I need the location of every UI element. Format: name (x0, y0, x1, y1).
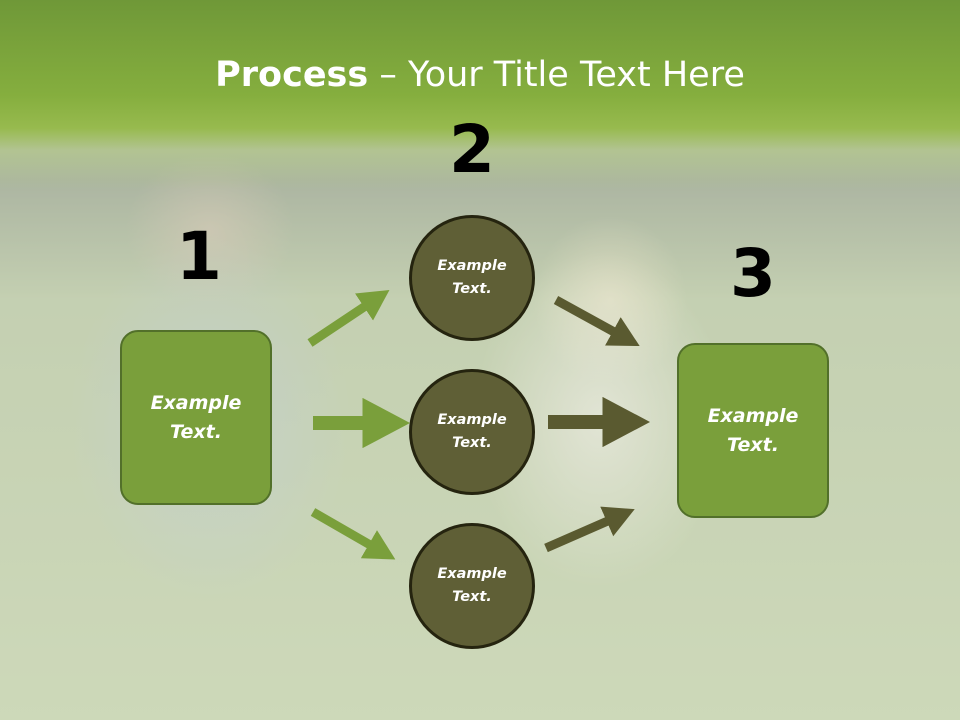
circle-top-label: Example Text. (437, 258, 507, 297)
left-box-label: Example Text. (150, 391, 242, 443)
title-rest: – Your Title Text Here (368, 55, 745, 95)
arrow-bottom-to-right (544, 506, 635, 553)
arrow-left-to-top (307, 290, 390, 347)
step-number-3: 3 (730, 235, 776, 312)
step-number-1: 1 (176, 218, 222, 295)
right-box-label: Example Text. (707, 404, 799, 456)
circle-bottom-label: Example Text. (437, 566, 507, 605)
circle-middle-label: Example Text. (437, 412, 507, 451)
circle-top: Example Text. (409, 215, 535, 341)
circle-middle: Example Text. (409, 369, 535, 495)
right-box: Example Text. (677, 343, 829, 518)
title-bold: Process (215, 55, 369, 95)
title-band (0, 0, 960, 190)
step-number-2: 2 (449, 111, 495, 188)
arrow-top-to-right (553, 296, 640, 347)
slide-title: Process – Your Title Text Here (0, 50, 960, 100)
left-box: Example Text. (120, 330, 272, 505)
circle-bottom: Example Text. (409, 523, 535, 649)
arrow-left-to-bottom (310, 508, 396, 560)
